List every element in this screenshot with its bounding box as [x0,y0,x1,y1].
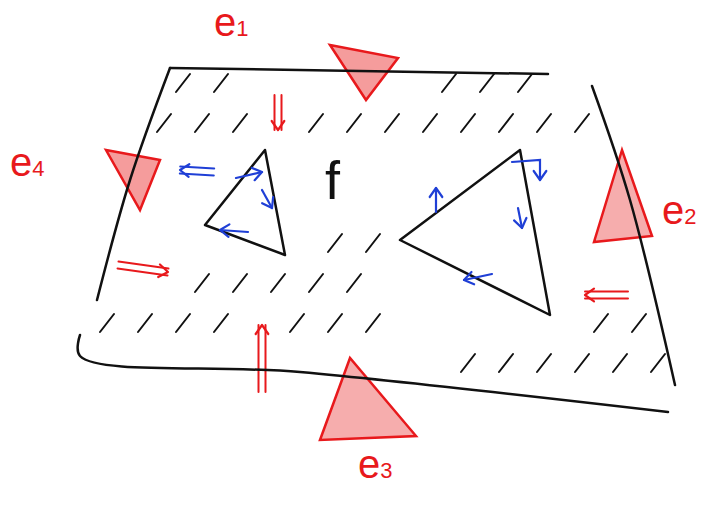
hatch-stroke [309,114,323,132]
arrow [256,325,269,392]
edge-label: e1 [214,2,249,42]
face-hatching [100,74,665,372]
hatch-stroke [309,274,323,292]
arrow-shaft [118,268,168,275]
edge-triangle [594,150,652,242]
hatch-stroke [480,74,494,92]
hole-triangle [205,150,285,255]
hatch-stroke [385,114,399,132]
edge-triangle [320,358,416,440]
hatch-stroke [347,274,361,292]
hatch-stroke [461,354,475,372]
arrow [118,262,169,277]
hatch-stroke [651,354,665,372]
hatch-stroke [233,114,247,132]
hatch-stroke [575,114,589,132]
hatch-stroke [613,354,627,372]
arrow-head [585,289,594,302]
arrow [514,208,526,228]
arrow-shaft [512,160,540,180]
hole-triangle [400,150,550,315]
face-border [592,86,675,385]
arrow-head [252,168,262,180]
face-border [170,68,548,74]
hatch-stroke [100,314,114,332]
arrow-head [180,164,189,177]
hatch-stroke [632,314,646,332]
hatch-stroke [347,114,361,132]
arrow-head [272,121,285,130]
arrow [464,272,492,284]
hatch-stroke [271,274,285,292]
hatch-stroke [195,274,209,292]
arrow [585,289,628,302]
hatch-stroke [328,234,342,252]
hatch-stroke [328,314,342,332]
arrow-head [464,272,474,284]
arrow [430,188,443,212]
hatch-stroke [575,354,589,372]
hatch-stroke [176,74,190,92]
hatch-stroke [214,314,228,332]
arrow-shaft [220,230,248,232]
hatch-stroke [214,74,228,92]
hatch-stroke [176,314,190,332]
hatch-stroke [157,114,171,132]
orientation-arrows [118,95,628,392]
hatch-stroke [233,274,247,292]
face-outline [70,55,690,420]
arrow-head [262,197,273,208]
hatch-stroke [138,314,152,332]
face-border [78,335,668,412]
arrow [262,190,273,208]
arrow-shaft [435,188,437,212]
arrow-shaft [258,325,260,392]
hatch-stroke [537,114,551,132]
arrow-shaft [265,325,267,392]
hatch-stroke [461,114,475,132]
arrow-head [534,171,547,180]
edge-label: e2 [662,190,697,230]
arrow [512,160,546,180]
hatch-stroke [537,354,551,372]
arrow-head [514,218,526,228]
arrow-head [430,188,443,197]
hatch-stroke [423,114,437,132]
hatch-stroke [594,314,608,332]
edge-triangle [106,150,160,210]
face-region: f [70,55,690,420]
arrow [272,95,285,130]
arrow [220,224,248,237]
arrow [180,164,214,177]
hatch-stroke [366,234,380,252]
edge-label: e4 [10,142,45,182]
arrow-head [158,265,168,277]
hatch-stroke [442,74,456,92]
arrow [236,168,262,180]
hatch-stroke [290,314,304,332]
hatch-stroke [366,314,380,332]
face-border [97,68,170,300]
hatch-stroke [499,114,513,132]
arrow-head [220,224,229,237]
edge-label: e3 [358,444,393,484]
hatch-stroke [499,354,513,372]
hatch-stroke [518,74,532,92]
hatch-stroke [195,114,209,132]
face-name: f [325,153,340,207]
arrow-head [256,325,269,334]
